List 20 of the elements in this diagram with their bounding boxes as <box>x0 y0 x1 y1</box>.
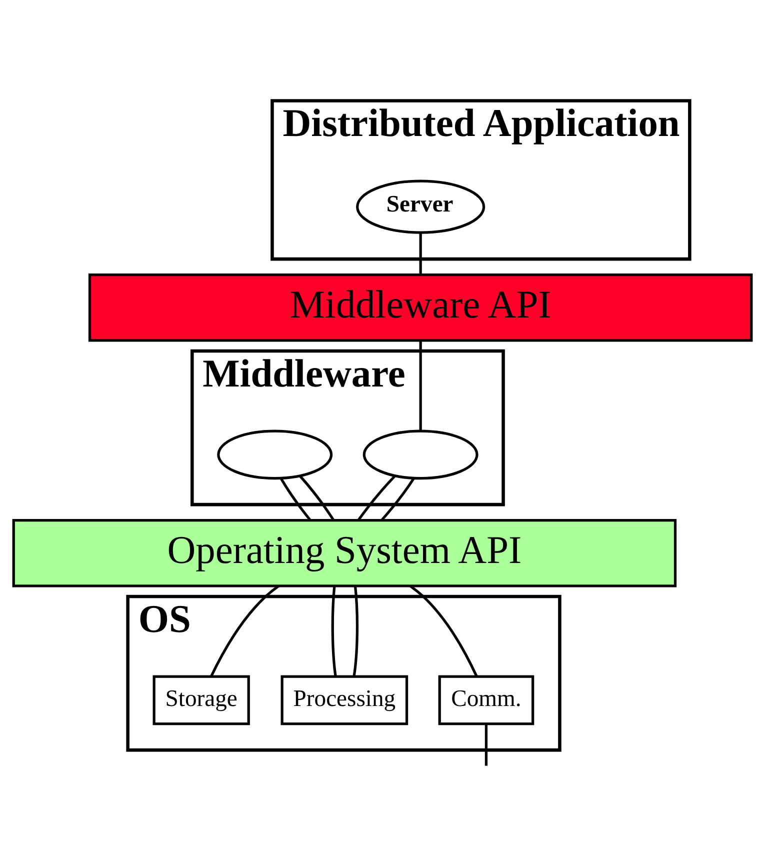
node-ellipse: Server <box>356 179 486 234</box>
connector <box>331 586 337 676</box>
connector <box>419 340 422 430</box>
connector <box>410 584 478 677</box>
connector <box>352 586 359 676</box>
connector <box>280 477 312 521</box>
cluster: Middleware <box>190 348 505 506</box>
connector <box>380 477 416 521</box>
connector <box>419 232 422 274</box>
node-box: Storage <box>152 674 250 725</box>
connector <box>484 723 488 766</box>
connector <box>299 474 335 520</box>
node-ellipse <box>362 429 478 480</box>
node-box: Processing <box>280 674 408 725</box>
node-box: Comm. <box>438 674 534 725</box>
node-ellipse <box>217 429 333 480</box>
node-box: Middleware API <box>88 273 753 342</box>
connector <box>357 474 396 521</box>
connector <box>210 584 280 677</box>
node-box: Operating System API <box>12 518 677 587</box>
